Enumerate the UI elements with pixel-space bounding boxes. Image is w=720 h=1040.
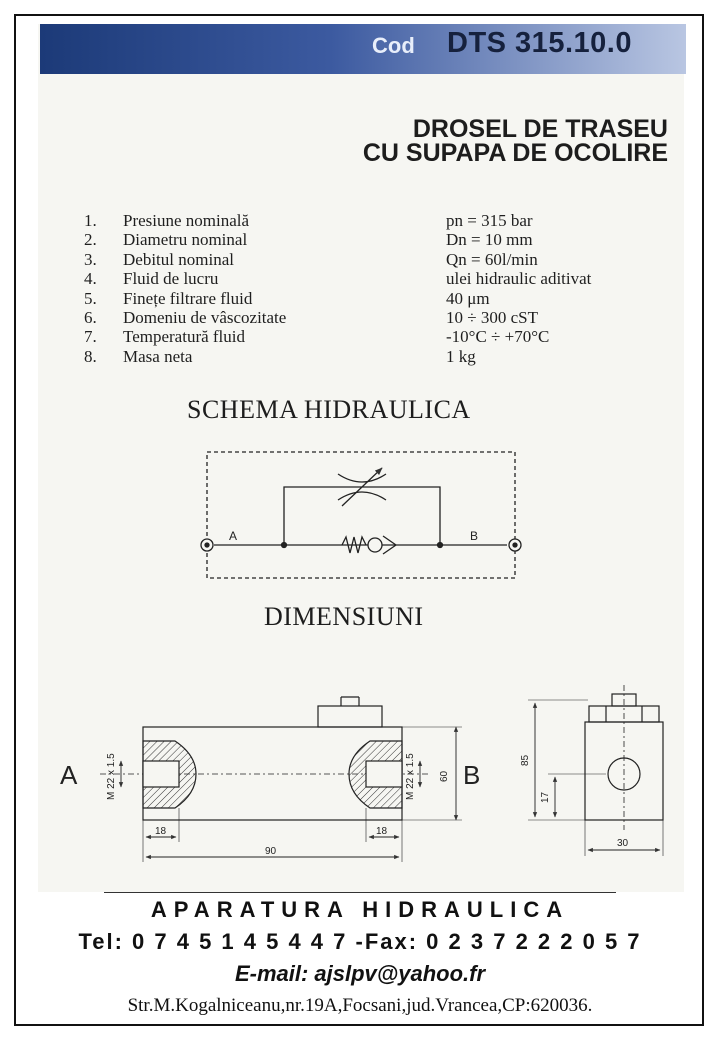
spec-value: -10°C ÷ +70°C [446,327,550,347]
height-front-label: 60 [439,770,450,782]
spec-number: 1. [84,211,97,230]
spec-list: 1. Presiune nominală pn = 315 bar 2. Dia… [84,211,684,366]
spec-name: Presiune nominală [123,211,250,230]
spec-number: 3. [84,249,97,269]
spec-row: 7. Temperatură fluid -10°C ÷ +70°C [84,327,684,346]
spec-number: 7. [84,327,97,347]
right-thread-bore [365,760,403,788]
left-thread-bore [142,760,180,788]
height-side-label: 85 [520,754,531,766]
spec-name: Finețe filtrare fluid [123,288,253,308]
spec-row: 8. Masa neta 1 kg [84,347,684,366]
postal-address: Str.M.Kogalniceanu,nr.19A,Focsani,jud.Vr… [127,995,593,1016]
width-side-label: 30 [617,838,629,849]
spec-number: 8. [84,346,97,366]
check-seat-icon [382,535,398,555]
spring-icon [341,535,367,554]
junction-left-icon [280,541,288,549]
spec-value: 1 kg [446,346,476,366]
footer-divider [104,892,616,893]
throttle-upper-arc [337,473,387,483]
spec-row: 4. Fluid de lucru ulei hidraulic aditiva… [84,269,684,288]
thread-right-label: M 22 x 1.5 [405,753,416,800]
valve-boundary-dashed [206,451,516,579]
len-total-label: 90 [265,846,277,857]
product-code: DTS 315.10.0 [447,27,632,59]
dimensions-title: DIMENSIUNI [264,602,424,631]
spec-row: 1. Presiune nominală pn = 315 bar [84,211,684,230]
spec-value: ulei hidraulic aditivat [446,269,592,289]
spec-value: Dn = 10 mm [446,230,533,250]
spec-number: 6. [84,307,97,327]
product-title-line1: DROSEL DE TRASEU [412,115,668,143]
front-view-drawing [100,696,462,862]
schema-port-b-label: B [470,529,478,543]
adjuster-nut [317,705,383,728]
side-port-hole [607,757,641,791]
spec-name: Fluid de lucru [123,269,219,289]
spec-row: 3. Debitul nominal Qn = 60l/min [84,250,684,269]
hole-height-label: 17 [540,791,551,803]
spec-number: 5. [84,288,97,308]
dim-port-b-label: B [463,760,480,790]
spec-row: 6. Domeniu de vâscozitate 10 ÷ 300 cST [84,308,684,327]
port-b-dot-icon [512,542,518,548]
throttle-lower-arc [337,491,387,501]
spec-value: Qn = 60l/min [446,249,538,269]
page-border [14,14,704,1026]
port-a-dot-icon [204,542,210,548]
phone-fax: Tel: 0 7 4 5 1 4 5 4 4 7 -Fax: 0 2 3 7 2… [78,929,642,954]
len-left-label: 18 [155,826,167,837]
junction-right-icon [436,541,444,549]
spec-row: 5. Finețe filtrare fluid 40 μm [84,289,684,308]
spec-name: Domeniu de vâscozitate [123,307,287,327]
spec-name: Diametru nominal [123,230,248,250]
thread-left-label: M 22 x 1.5 [106,753,117,800]
spec-value: pn = 315 bar [446,211,533,230]
spec-value: 40 μm [446,288,490,308]
schema-port-a-label: A [229,529,237,543]
spec-name: Masa neta [123,346,193,366]
spec-number: 2. [84,230,97,250]
email-contact: E-mail: ajslpv@yahoo.fr [234,961,486,986]
product-title-line2: CU SUPAPA DE OCOLIRE [362,139,668,167]
header-bar [40,24,686,74]
schema-title: SCHEMA HIDRAULICA [187,395,471,424]
code-label: Cod [372,33,415,58]
spec-number: 4. [84,269,97,289]
hydraulic-schematic [200,451,522,579]
len-right-label: 18 [376,826,388,837]
spec-name: Temperatură fluid [123,327,246,347]
spec-name: Debitul nominal [123,249,234,269]
check-ball-icon [367,537,383,553]
company-name: APARATURA HIDRAULICA [150,897,570,922]
spec-value: 10 ÷ 300 cST [446,307,538,327]
dim-port-a-label: A [60,760,78,790]
side-view-drawing [528,685,664,856]
spec-row: 2. Diametru nominal Dn = 10 mm [84,230,684,249]
adjustable-arrow-icon [341,467,383,507]
